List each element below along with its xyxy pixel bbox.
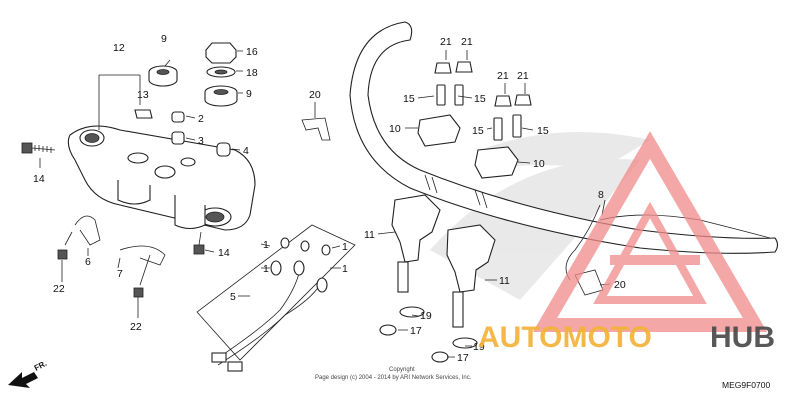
callout-10-a: 10 xyxy=(389,123,401,135)
callout-20-left: 20 xyxy=(309,89,321,101)
callout-9-upper: 9 xyxy=(161,33,167,45)
watermark-brand-first: AUTOMOTO xyxy=(478,321,652,354)
wire-harness-5 xyxy=(196,224,356,372)
handlebar-pipe xyxy=(349,21,779,254)
callout-6: 6 xyxy=(85,256,91,268)
bolt-14-lower xyxy=(193,231,205,255)
callout-20-right: 20 xyxy=(614,279,626,291)
callout-1-d: 1 xyxy=(342,263,348,275)
callout-19-a: 19 xyxy=(420,310,432,322)
bolts-15-21 xyxy=(434,61,532,141)
automotohub-watermark: AUTOMOTO HUB xyxy=(478,131,775,354)
callout-17-b: 17 xyxy=(457,352,469,364)
callout-15-c: 15 xyxy=(472,125,484,137)
front-direction-label: FR. xyxy=(33,359,49,373)
diagram-code: MEG9F0700 xyxy=(722,380,770,390)
top-bridge xyxy=(67,125,256,231)
callout-3: 3 xyxy=(198,135,204,147)
callout-22-mid: 22 xyxy=(130,321,142,333)
leader-lines xyxy=(39,50,611,358)
callout-14-upper: 14 xyxy=(33,173,45,185)
callout-1-b: 1 xyxy=(263,263,269,275)
callout-12: 12 xyxy=(113,42,125,54)
washers-19-nuts-17 xyxy=(379,306,478,363)
callout-21-d: 21 xyxy=(517,70,529,82)
callout-7: 7 xyxy=(117,268,123,280)
callout-2: 2 xyxy=(198,113,204,125)
callout-21-c: 21 xyxy=(497,70,509,82)
callout-4: 4 xyxy=(243,145,249,157)
watermark-brand-second: HUB xyxy=(710,321,775,354)
callout-1-a: 1 xyxy=(263,239,269,251)
callout-19-b: 19 xyxy=(473,341,485,353)
callout-18: 18 xyxy=(246,67,258,79)
callout-10-b: 10 xyxy=(533,158,545,170)
copyright-line-2: Page design (c) 2004 - 2014 by ARI Netwo… xyxy=(315,375,472,381)
clip-20-left xyxy=(301,117,331,141)
clips-6-7-22 xyxy=(57,215,166,298)
callout-22-left: 22 xyxy=(53,283,65,295)
bolt-14-upper xyxy=(21,142,56,154)
holders-11 xyxy=(391,194,496,328)
callout-9-lower: 9 xyxy=(246,88,252,100)
callout-21-b: 21 xyxy=(461,36,473,48)
watermark-triangle-logo xyxy=(532,131,768,332)
copyright-line-1: Copyright xyxy=(389,367,415,373)
callout-15-a: 15 xyxy=(403,93,415,105)
callout-21-a: 21 xyxy=(440,36,452,48)
callout-14-lower: 14 xyxy=(218,247,230,259)
callout-5: 5 xyxy=(230,291,236,303)
callout-16: 16 xyxy=(246,46,258,58)
callout-15-b: 15 xyxy=(474,93,486,105)
top-nut-stack xyxy=(134,42,238,157)
callout-8: 8 xyxy=(598,189,604,201)
callout-1-c: 1 xyxy=(342,241,348,253)
callout-labels: 12 9 16 18 9 13 2 3 4 14 6 22 7 22 14 5 … xyxy=(33,33,626,364)
callout-11-b: 11 xyxy=(499,275,510,287)
callout-11-a: 11 xyxy=(364,229,375,241)
clamps-10 xyxy=(417,114,519,179)
front-direction-arrow: FR. xyxy=(8,359,48,388)
callout-15-d: 15 xyxy=(537,125,549,137)
callout-13: 13 xyxy=(137,89,149,101)
callout-17-a: 17 xyxy=(410,325,422,337)
